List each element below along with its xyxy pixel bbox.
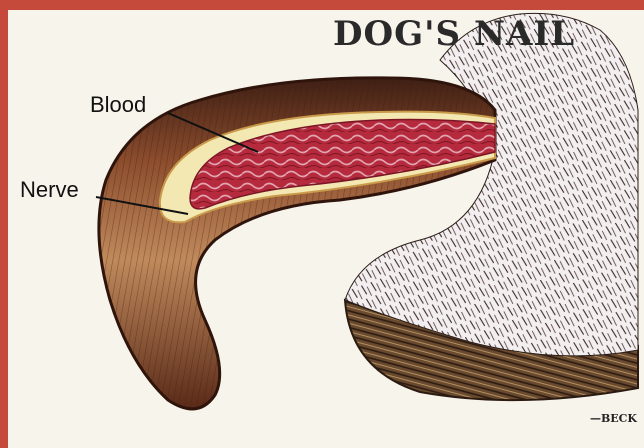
diagram-title: DOG'S NAIL — [333, 14, 575, 54]
nerve-label: Nerve — [20, 177, 79, 203]
artist-credit: —BECK — [590, 412, 637, 425]
blood-label: Blood — [90, 92, 146, 118]
